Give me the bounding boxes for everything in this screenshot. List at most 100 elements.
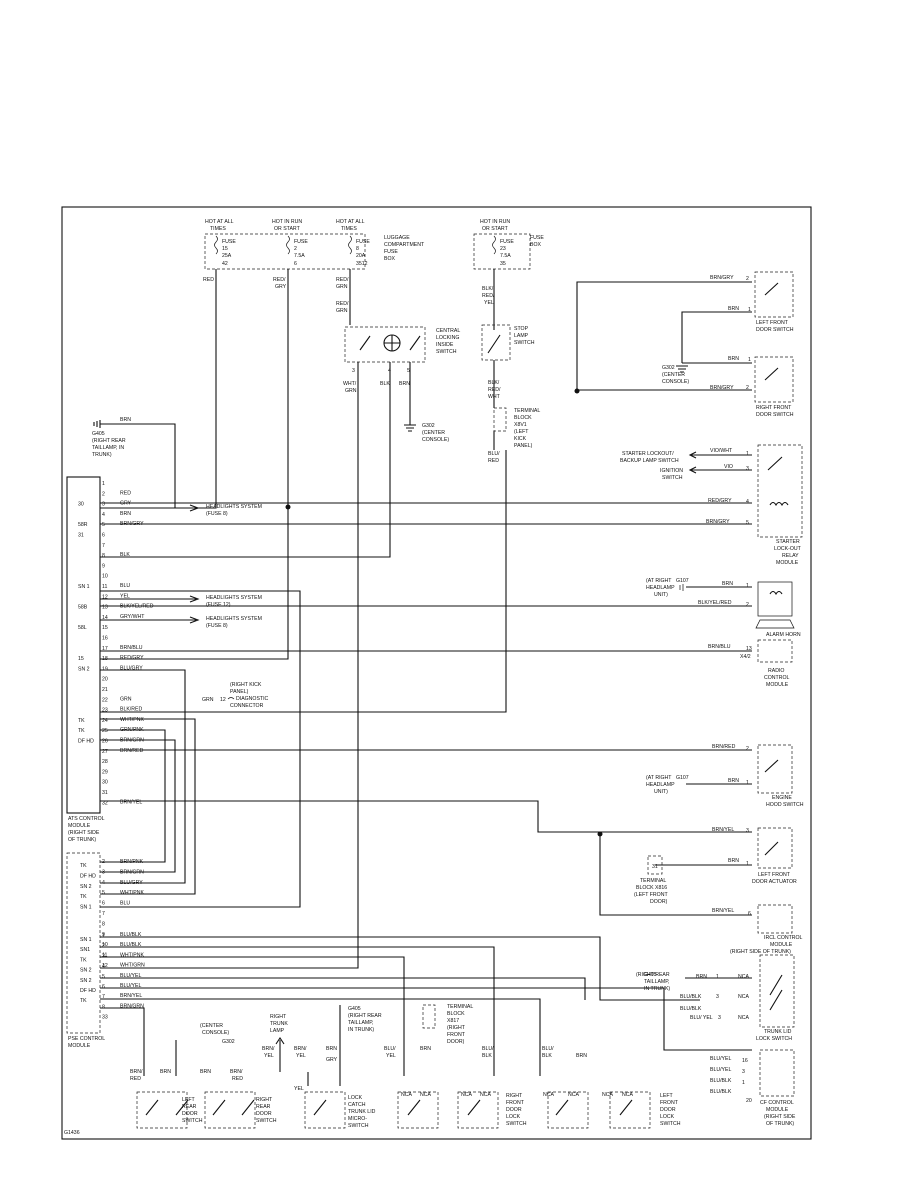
svg-text:ENGINE: ENGINE (772, 795, 792, 801)
svg-text:FRONT: FRONT (506, 1100, 525, 1106)
svg-text:1: 1 (746, 451, 749, 457)
luggage-fuse-box: HOT AT ALL TIMES HOT IN RUN OR START HOT… (204, 219, 425, 270)
pse-wire-label: BLU/YEL (120, 983, 141, 989)
svg-text:BLK/: BLK/ (482, 286, 494, 292)
svg-text:TAILLAMP, IN: TAILLAMP, IN (92, 445, 124, 451)
svg-text:16: 16 (742, 1058, 748, 1064)
svg-text:20A: 20A (356, 253, 366, 259)
pse-pin-bot: 1 (102, 933, 105, 939)
svg-text:13: 13 (746, 646, 752, 652)
svg-text:DOOR: DOOR (256, 1111, 272, 1117)
svg-text:(RIGHT SIDE: (RIGHT SIDE (68, 830, 100, 836)
svg-text:SWITCH: SWITCH (436, 349, 457, 355)
svg-text:3: 3 (718, 1015, 721, 1021)
right-rear-door-switch (204, 1091, 256, 1129)
atc-wire-label: YEL (120, 593, 130, 599)
svg-text:BRN: BRN (728, 858, 739, 864)
svg-text:UNIT): UNIT) (654, 789, 668, 795)
svg-text:ALARM HORN: ALARM HORN (766, 632, 801, 638)
atc-pin-17: 17 (102, 646, 108, 652)
svg-text:BLK/: BLK/ (488, 380, 500, 386)
svg-text:SWITCH: SWITCH (514, 340, 535, 346)
svg-text:MODULE: MODULE (68, 823, 91, 829)
bottom-devices: (CENTER CONSOLE) G302 RIGHT TRUNK LAMP G… (64, 1004, 681, 1136)
svg-text:7.5A: 7.5A (294, 253, 305, 259)
svg-text:LEFT FRONT: LEFT FRONT (758, 872, 791, 878)
pse-wire-label: BRN/GRN (120, 1003, 144, 1009)
second-fuse-box: HOT IN RUN OR START FUSE 23 7.5A 35 FUSE… (473, 219, 544, 270)
svg-text:BRN: BRN (728, 778, 739, 784)
svg-text:SWITCH: SWITCH (662, 475, 683, 481)
svg-text:G107: G107 (676, 775, 689, 781)
svg-text:BLK: BLK (542, 1053, 552, 1059)
atc-side-label: 58L (78, 625, 87, 631)
svg-text:TAILLAMP,: TAILLAMP, (348, 1020, 373, 1026)
svg-text:42: 42 (222, 261, 228, 267)
svg-text:LAMP: LAMP (514, 333, 529, 339)
pse-pin-bot: 2 (102, 943, 105, 949)
atc-pin-30: 30 (102, 780, 108, 786)
svg-text:DOOR SWITCH: DOOR SWITCH (756, 327, 794, 333)
pse-pin-bot: 4 (102, 964, 105, 970)
svg-text:DOOR: DOOR (660, 1107, 676, 1113)
atc-pin-4: 4 (102, 512, 105, 518)
pse-pin-bot: 33 (102, 1015, 108, 1021)
pse-wire-label: BLU/GRY (120, 880, 143, 886)
atc-wire-label: BLU/GRY (120, 665, 143, 671)
svg-text:YEL: YEL (294, 1086, 304, 1092)
svg-text:FUSE: FUSE (356, 239, 370, 245)
svg-text:TERMINAL: TERMINAL (640, 878, 666, 884)
svg-text:HEADLIGHTS SYSTEM: HEADLIGHTS SYSTEM (206, 616, 262, 622)
svg-text:31: 31 (652, 864, 658, 870)
svg-text:BLU/BLK: BLU/BLK (710, 1078, 732, 1084)
svg-text:BRN: BRN (420, 1046, 431, 1052)
svg-text:TAILLAMP,: TAILLAMP, (644, 979, 669, 985)
svg-text:BRN: BRN (576, 1053, 587, 1059)
svg-text:BRN/: BRN/ (130, 1069, 143, 1075)
svg-text:1: 1 (746, 583, 749, 589)
svg-text:OR START: OR START (482, 226, 509, 232)
svg-text:(AT RIGHT: (AT RIGHT (646, 775, 672, 781)
svg-text:(RIGHT REAR: (RIGHT REAR (348, 1013, 382, 1019)
pse-wires (100, 936, 752, 1076)
svg-text:SWITCH: SWITCH (348, 1123, 369, 1129)
lock-catch (304, 1091, 346, 1129)
svg-text:YEL: YEL (264, 1053, 274, 1059)
svg-text:BRN/: BRN/ (294, 1046, 307, 1052)
svg-text:BRN/BLU: BRN/BLU (708, 644, 731, 650)
pse-pin-top-3: 3 (102, 869, 105, 875)
svg-text:7.5A: 7.5A (500, 253, 511, 259)
atc-wire-label: GRN (120, 696, 132, 702)
svg-text:BRN/GRY: BRN/GRY (710, 385, 734, 391)
svg-text:1: 1 (716, 974, 719, 980)
pse-wire-label: BLU/YEL (120, 973, 141, 979)
svg-text:STOP: STOP (514, 326, 529, 332)
svg-text:RELAY: RELAY (782, 553, 799, 559)
svg-text:NCA: NCA (738, 994, 749, 1000)
diagram-frame (61, 206, 812, 1140)
pse-pin-top-5: 5 (102, 890, 105, 896)
pse-wire-label: BRN/PNK (120, 859, 144, 865)
svg-text:BLU/YEL: BLU/YEL (710, 1056, 731, 1062)
svg-text:NCA: NCA (480, 1092, 491, 1098)
svg-text:G302: G302 (222, 1039, 235, 1045)
svg-text:BLU/: BLU/ (542, 1046, 554, 1052)
svg-text:KICK: KICK (514, 436, 527, 442)
svg-text:RED/: RED/ (336, 301, 349, 307)
atc-pin-32: 32 (102, 800, 108, 806)
svg-text:OF TRUNK): OF TRUNK) (68, 837, 96, 843)
svg-text:3: 3 (716, 994, 719, 1000)
svg-text:INSIDE: INSIDE (436, 342, 454, 348)
svg-text:BLU/YEL: BLU/YEL (710, 1067, 731, 1073)
svg-text:LAMP: LAMP (270, 1028, 285, 1034)
pse-side-label: SN 2 (80, 884, 92, 890)
svg-text:3: 3 (352, 368, 355, 374)
atc-side-label: DF HD (78, 739, 94, 745)
svg-text:FUSE: FUSE (384, 249, 398, 255)
atc-pin-22: 22 (102, 697, 108, 703)
